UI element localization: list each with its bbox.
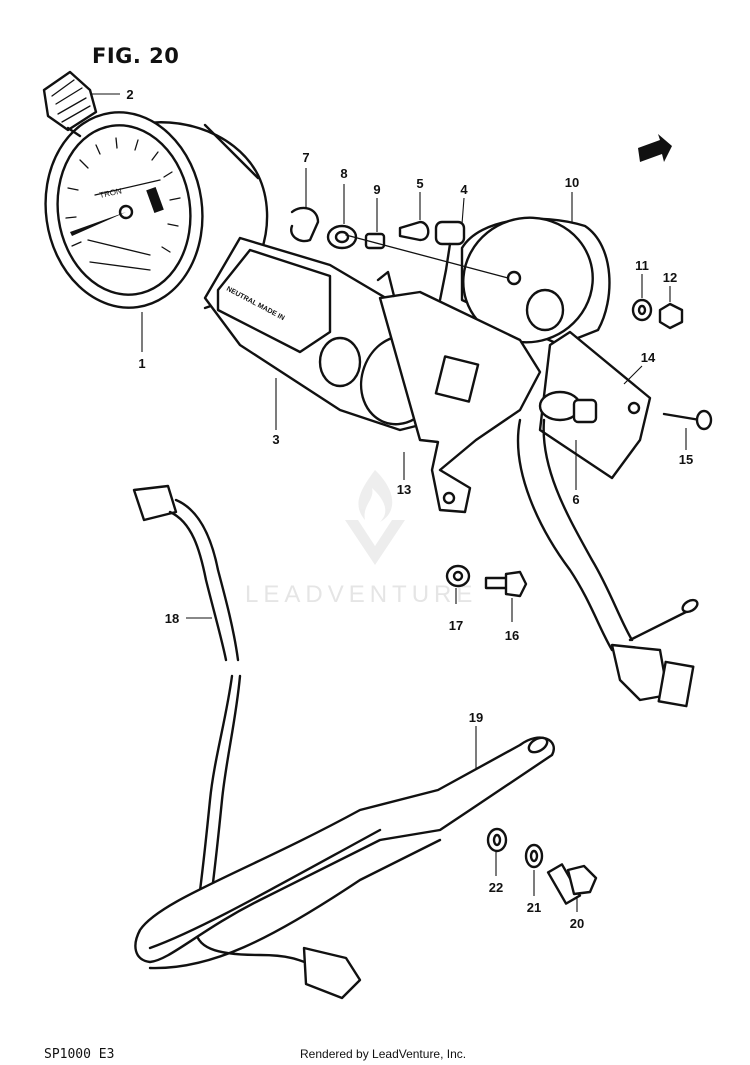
callout-18: 18 — [165, 611, 179, 626]
wiring-socket[interactable] — [538, 390, 598, 424]
front-arrow-icon — [638, 134, 672, 162]
callout-6: 6 — [572, 492, 579, 507]
watermark-text: LEADVENTURE — [245, 581, 477, 608]
callout-9: 9 — [373, 182, 380, 197]
callout-5: 5 — [416, 176, 423, 191]
callout-11: 11 — [635, 258, 649, 273]
trip-reset-knob[interactable] — [42, 70, 98, 138]
tachometer-case[interactable] — [345, 201, 611, 359]
screw-15[interactable] — [662, 409, 713, 431]
meter-bracket[interactable] — [376, 270, 542, 514]
bracket-clip[interactable] — [290, 206, 320, 243]
wiring-harness[interactable] — [516, 418, 699, 708]
callout-17: 17 — [449, 618, 463, 633]
callout-22: 22 — [489, 880, 503, 895]
callout-15: 15 — [679, 452, 693, 467]
callout-3: 3 — [272, 432, 279, 447]
callout-8: 8 — [340, 166, 347, 181]
callout-12: 12 — [663, 270, 677, 285]
callout-1: 1 — [138, 356, 145, 371]
callout-10: 10 — [565, 175, 579, 190]
nut-12[interactable] — [658, 302, 684, 330]
callout-16: 16 — [505, 628, 519, 643]
washer-11[interactable] — [631, 298, 653, 322]
callout-21: 21 — [527, 900, 541, 915]
figure-title: FIG. 20 — [92, 44, 179, 68]
callout-20: 20 — [570, 916, 584, 931]
bolt-20[interactable] — [546, 863, 598, 905]
washer-22[interactable] — [486, 827, 508, 853]
callout-7: 7 — [302, 150, 309, 165]
callout-19: 19 — [469, 710, 483, 725]
callout-2: 2 — [126, 87, 133, 102]
leader-lines — [92, 93, 687, 912]
indicator-bulb[interactable] — [398, 220, 430, 242]
callout-4: 4 — [460, 182, 468, 197]
model-code: SP1000 E3 — [44, 1047, 114, 1062]
callout-14: 14 — [641, 350, 656, 365]
rendered-by: Rendered by LeadVenture, Inc. — [300, 1047, 466, 1061]
bolt-16[interactable] — [484, 570, 528, 598]
meter-stay[interactable] — [134, 735, 555, 970]
grommet[interactable] — [326, 224, 358, 250]
callout-13: 13 — [397, 482, 411, 497]
leadventure-watermark: LEADVENTURE — [245, 470, 477, 608]
callout-labels: 1 2 3 4 5 6 7 8 9 10 11 12 13 14 15 16 1… — [126, 87, 693, 931]
lock-washer-21[interactable] — [524, 843, 544, 869]
washer-17[interactable] — [445, 564, 471, 588]
bulb-socket[interactable] — [434, 220, 466, 302]
